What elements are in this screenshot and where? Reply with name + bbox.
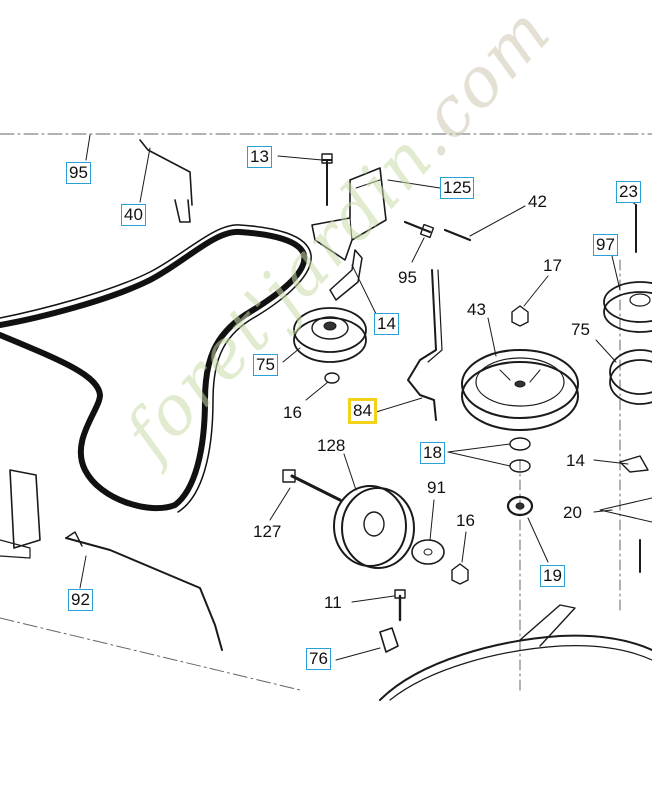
leader-17 xyxy=(523,275,549,307)
callout-128: 128 xyxy=(317,436,346,455)
leader-14a xyxy=(351,264,379,319)
leader-91 xyxy=(429,499,435,541)
leader-128 xyxy=(343,453,357,491)
leader-125 xyxy=(387,179,441,189)
leader-16b xyxy=(461,531,467,563)
callout-40: 40 xyxy=(121,204,146,226)
callout-127: 127 xyxy=(253,522,282,541)
pulley-43 xyxy=(461,349,579,419)
callout-91: 91 xyxy=(427,478,446,497)
leader-95a xyxy=(85,134,91,161)
lever-84 xyxy=(407,269,437,421)
leader-95b xyxy=(411,237,425,263)
leader-42 xyxy=(469,205,526,237)
callout-92: 92 xyxy=(68,589,93,611)
idler-pulley-75b xyxy=(609,349,652,395)
nut-17 xyxy=(511,305,529,327)
drive-belt xyxy=(0,228,308,512)
callout-18: 18 xyxy=(420,442,445,464)
leader-75b xyxy=(595,339,617,363)
leader-13 xyxy=(277,155,323,161)
stud-76 xyxy=(379,627,399,653)
leader-18 xyxy=(447,443,511,467)
frame-left-line xyxy=(0,617,301,691)
washer-91 xyxy=(411,539,445,565)
deck-housing xyxy=(379,634,652,701)
rod-40 xyxy=(139,139,193,223)
callout-16-lower: 16 xyxy=(456,511,475,530)
rod-92 xyxy=(65,537,223,651)
callout-97: 97 xyxy=(593,234,618,256)
bolt-42 xyxy=(443,228,472,242)
leader-76 xyxy=(335,647,381,661)
leader-14b xyxy=(593,459,629,465)
left-bracket xyxy=(9,469,41,549)
bearing-19 xyxy=(506,495,534,517)
leader-43 xyxy=(487,317,497,357)
leader-84 xyxy=(375,397,423,413)
idler-pulley-75a xyxy=(293,307,367,353)
callout-43: 43 xyxy=(467,300,486,319)
bolt-13 xyxy=(322,159,332,206)
callout-13: 13 xyxy=(247,146,272,168)
callout-19: 19 xyxy=(540,565,565,587)
callout-125: 125 xyxy=(440,177,475,199)
leader-92 xyxy=(79,555,87,589)
arm-14a xyxy=(329,249,363,301)
callout-14-right: 14 xyxy=(566,451,585,470)
callout-16-upper: 16 xyxy=(283,403,302,422)
wheel-128 xyxy=(333,485,407,567)
callout-42: 42 xyxy=(528,192,547,211)
deck-bracket xyxy=(519,604,576,647)
callout-95-left: 95 xyxy=(66,162,91,184)
callout-23: 23 xyxy=(616,181,641,203)
callout-11: 11 xyxy=(324,593,342,612)
bolt-127 xyxy=(290,474,342,502)
leader-19 xyxy=(527,517,549,563)
leader-20 xyxy=(593,509,613,513)
callout-20: 20 xyxy=(563,503,582,522)
nut-16b xyxy=(451,563,469,585)
callout-75-right: 75 xyxy=(571,320,590,339)
leader-40 xyxy=(139,147,151,203)
bracket-125-fold xyxy=(349,179,381,241)
callout-17: 17 xyxy=(543,256,562,275)
bolt-95b xyxy=(403,220,432,234)
leader-16a xyxy=(305,381,329,401)
callout-84-highlighted: 84 xyxy=(348,398,377,424)
leader-97 xyxy=(611,255,621,291)
callout-75-left: 75 xyxy=(253,354,278,376)
leader-75a xyxy=(282,347,301,363)
leader-11 xyxy=(351,595,395,603)
callout-95-right: 95 xyxy=(398,268,417,287)
arm-14b xyxy=(619,455,649,473)
plate-20 xyxy=(599,497,652,523)
bracket-125 xyxy=(311,167,387,261)
washer-18a xyxy=(509,437,531,451)
drive-belt-inner xyxy=(0,224,312,513)
callout-14-top: 14 xyxy=(374,313,399,335)
callout-76: 76 xyxy=(306,648,331,670)
pulley-97 xyxy=(603,281,652,323)
nut-16a xyxy=(324,372,340,384)
leader-127 xyxy=(269,487,291,521)
